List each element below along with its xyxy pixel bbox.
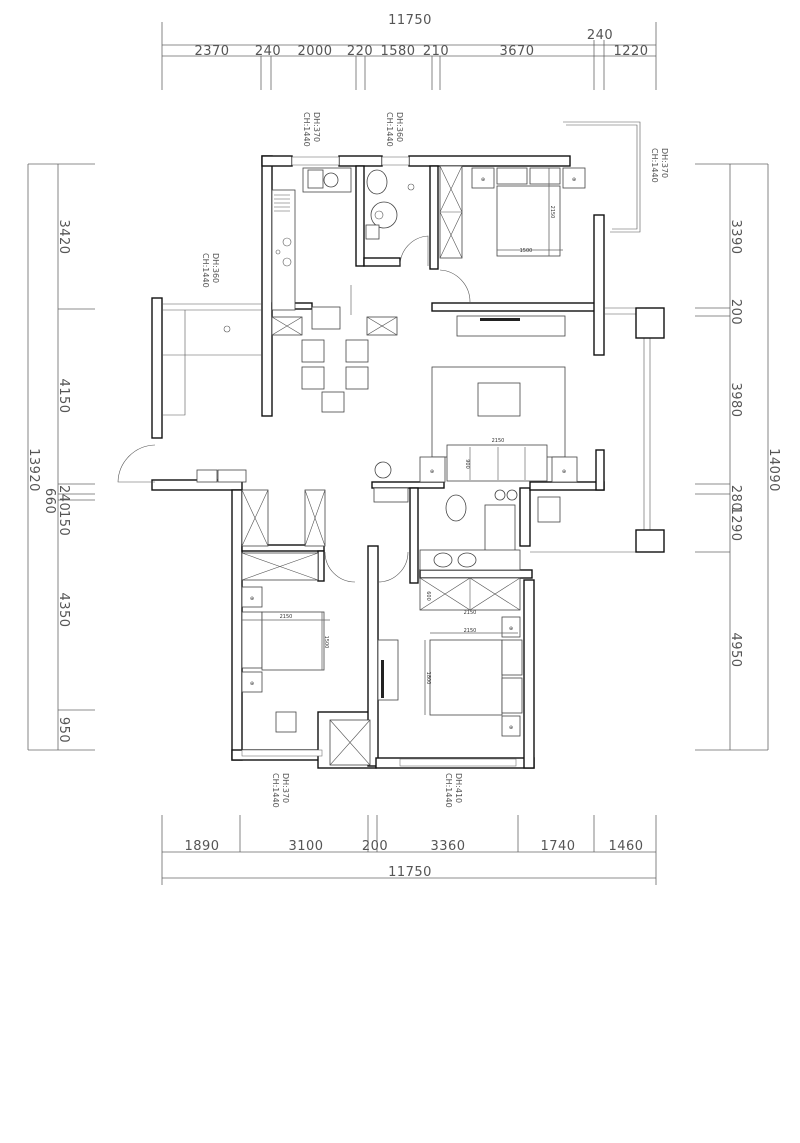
bottom-dimension: 1740 xyxy=(540,839,575,854)
right-dimension: 1290 xyxy=(728,506,743,541)
windows xyxy=(241,156,517,767)
top-dimension: 210 xyxy=(423,44,449,59)
svg-text:⊕: ⊕ xyxy=(509,725,513,731)
top-total-dimension: 11750 xyxy=(388,13,432,28)
window-ch-label: CH:1440 xyxy=(444,773,453,808)
top-bathroom-fixtures xyxy=(365,169,429,267)
left-total-dimension: 13920 xyxy=(26,448,41,492)
window-ch-label: CH:1440 xyxy=(201,253,210,288)
left-dimension: 4350 xyxy=(56,592,71,627)
left-dimension: 4150 xyxy=(56,378,71,413)
window-ch-label: CH:1440 xyxy=(385,112,394,147)
wardrobe-length: 2150 xyxy=(464,610,477,616)
kitchen-fixtures xyxy=(271,167,352,330)
top-dimension: 1580 xyxy=(380,44,415,59)
bottom-dimension: 200 xyxy=(362,839,388,854)
svg-text:⊕: ⊕ xyxy=(562,469,566,475)
right-dimension-chain: 3390 200 3980 14090 280 1290 4950 xyxy=(695,163,781,751)
svg-text:⊕: ⊕ xyxy=(250,596,254,602)
right-total-dimension: 14090 xyxy=(766,448,781,492)
right-bed-length: 2150 xyxy=(464,628,477,634)
top-dimension: 2370 xyxy=(194,44,229,59)
sofa-depth: 900 xyxy=(464,459,470,469)
window-dh-label: DH:370 xyxy=(281,773,290,803)
master-bed-width: 1500 xyxy=(520,248,533,254)
left-dimension: 3420 xyxy=(56,219,71,254)
living-furniture: ⊕ ⊕ 2150 900 xyxy=(196,315,578,523)
window-dh-label: DH:360 xyxy=(211,253,220,283)
right-dimension: 4950 xyxy=(728,632,743,667)
left-bed-width: 1500 xyxy=(323,636,329,649)
right-dimension: 3390 xyxy=(728,219,743,254)
left-dimension: 150 xyxy=(56,510,71,536)
right-dimension: 3980 xyxy=(728,382,743,417)
bottom-dimension: 3360 xyxy=(430,839,465,854)
window-dh-label: DH:410 xyxy=(454,773,463,803)
dining-set xyxy=(223,316,398,413)
top-dimension-chain: 11750 2370 240 2000 220 1580 210 3670 24… xyxy=(161,13,657,90)
right-bed-width: 1800 xyxy=(425,672,431,685)
left-bed-length: 2150 xyxy=(280,614,293,620)
window-labels: DH:370 CH:1440 DH:360 CH:1440 DH:370 CH:… xyxy=(201,112,669,808)
left-dimension: 950 xyxy=(56,717,71,743)
left-dimension: 240 xyxy=(56,485,71,511)
master-bedroom-furniture: ⊕ ⊕ 1500 2150 xyxy=(439,165,586,303)
right-bedroom-furniture: 600 2150 ⊕ ⊕ 2150 1800 xyxy=(329,577,523,766)
top-dimension: 3670 xyxy=(499,44,534,59)
right-dimension: 280 xyxy=(728,485,743,511)
svg-text:⊕: ⊕ xyxy=(250,681,254,687)
svg-text:⊕: ⊕ xyxy=(481,177,485,183)
top-dimension: 1220 xyxy=(613,44,648,59)
window-ch-label: CH:1440 xyxy=(302,112,311,147)
bottom-dimension: 1890 xyxy=(184,839,219,854)
middle-bathroom-fixtures xyxy=(373,487,521,571)
window-dh-label: DH:370 xyxy=(312,112,321,142)
window-ch-label: CH:1440 xyxy=(650,148,659,183)
bottom-dimension: 3100 xyxy=(288,839,323,854)
master-bed-length: 2150 xyxy=(549,206,555,219)
bottom-dimension: 1460 xyxy=(608,839,643,854)
left-dimension-chain: 3420 4150 13920 240 660 150 4350 950 xyxy=(26,163,95,751)
svg-text:⊕: ⊕ xyxy=(572,177,576,183)
top-dimension: 240 xyxy=(587,28,613,43)
bottom-total-dimension: 11750 xyxy=(388,865,432,880)
bottom-dimension-chain: 1890 3100 200 3360 1740 1460 11750 xyxy=(161,815,657,885)
sofa-length: 2150 xyxy=(492,438,505,444)
svg-text:⊕: ⊕ xyxy=(509,626,513,632)
left-bedroom-furniture: ⊕ ⊕ 2150 1500 xyxy=(241,489,409,733)
window-ch-label: CH:1440 xyxy=(271,773,280,808)
svg-text:⊕: ⊕ xyxy=(430,469,434,475)
top-dimension: 2000 xyxy=(297,44,332,59)
top-dimension: 240 xyxy=(255,44,281,59)
wardrobe-depth: 600 xyxy=(425,591,431,601)
window-dh-label: DH:360 xyxy=(395,112,404,142)
right-dimension: 200 xyxy=(728,299,743,325)
window-dh-label: DH:370 xyxy=(660,148,669,178)
top-dimension: 220 xyxy=(347,44,373,59)
left-dimension: 660 xyxy=(42,488,57,514)
